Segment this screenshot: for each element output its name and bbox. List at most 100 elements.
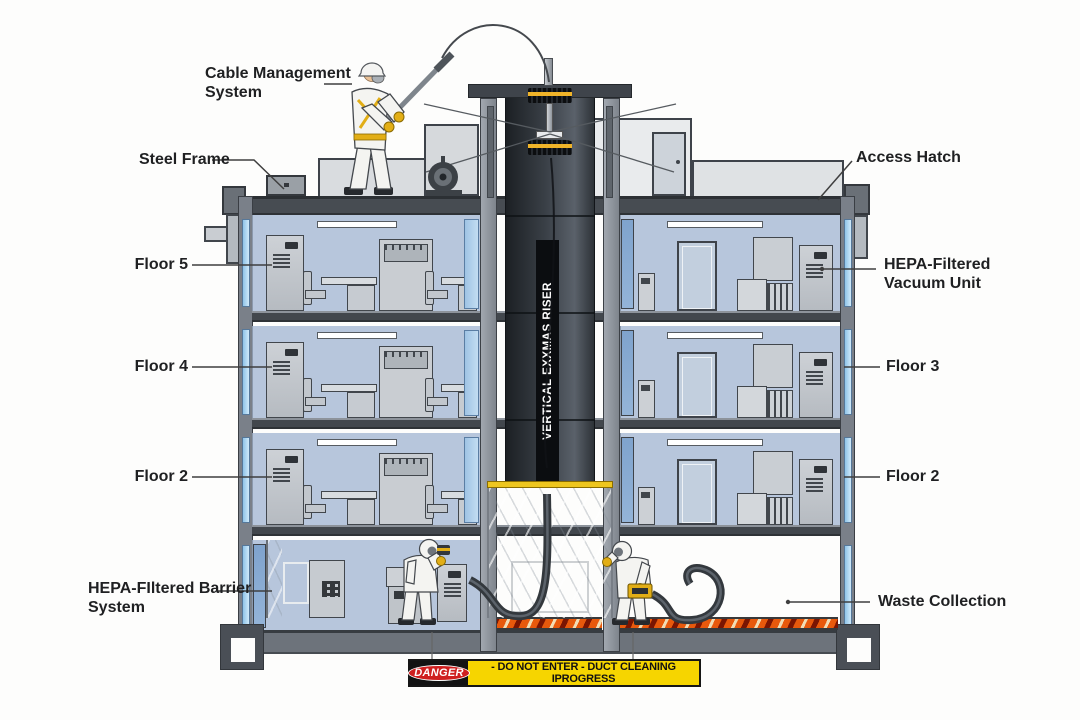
glass-strip [844, 545, 852, 627]
hazard-floor-strip [606, 617, 838, 630]
cabinet-vents [806, 264, 823, 279]
brush-collar [536, 131, 563, 139]
office-desk [321, 384, 377, 418]
label-hepa-vacuum: HEPA-Filtered Vacuum Unit [884, 256, 991, 292]
cabinet-vents [273, 468, 290, 483]
brush-band [528, 92, 572, 96]
cabinet-vents [806, 371, 823, 386]
copier-machine [379, 239, 433, 311]
label-floor2-right: Floor 2 [886, 468, 940, 485]
ceiling-light [317, 221, 397, 228]
hepa-vacuum-cabinet [799, 352, 833, 418]
brush-band [528, 144, 572, 148]
office-room-floor4-left [252, 326, 480, 418]
respirator-mask [371, 72, 385, 84]
interior-window [464, 219, 479, 309]
penthouse-door [652, 132, 686, 196]
cabinet-display [285, 456, 298, 463]
small-equipment [638, 380, 655, 418]
copier-machine [379, 346, 433, 418]
cabinet-display [285, 242, 298, 249]
office-door [677, 352, 717, 418]
cabinet-display [814, 252, 827, 259]
copier-vents [384, 244, 428, 262]
office-desk [737, 386, 767, 418]
glass-strip [242, 219, 250, 307]
label-waste-collection: Waste Collection [878, 593, 1007, 610]
office-door [677, 241, 717, 311]
label-access-hatch: Access Hatch [856, 149, 961, 166]
office-desk [737, 279, 767, 311]
office-chair [425, 271, 448, 311]
cabinet-vents [273, 254, 290, 269]
cabinet-display [285, 349, 298, 356]
brush-rod [546, 103, 553, 133]
office-room-floor5-left [252, 215, 480, 311]
ceiling-light [667, 332, 763, 339]
server-cabinet [266, 235, 304, 311]
duct-seam [505, 215, 595, 217]
label-hepa-barrier: HEPA-FIltered Barrier System [88, 580, 252, 616]
outer-wall-right [840, 196, 855, 654]
label-floor2-left: Floor 2 [134, 468, 188, 485]
pump-unit [309, 560, 345, 618]
equipment-rack [767, 497, 793, 525]
cabinet-display [814, 359, 827, 366]
ground-floor-right [252, 540, 480, 630]
interior-window [621, 437, 634, 523]
shaft-post [606, 106, 613, 198]
office-monitor [753, 237, 793, 281]
ceiling-light [317, 439, 397, 446]
glass-strip [844, 219, 852, 307]
foundation-left [220, 624, 264, 670]
office-chair [425, 485, 448, 525]
label-floor5-left: Floor 5 [134, 256, 188, 273]
glass-strip [844, 329, 852, 415]
danger-message: - DO NOT ENTER - DUCT CLEANING IPROGRESS [491, 661, 676, 685]
equipment-cabinet [437, 564, 467, 622]
office-room-floor2-right [620, 433, 840, 525]
office-chair [425, 378, 448, 418]
cabinet-vents [806, 478, 823, 493]
glass-strip [242, 329, 250, 415]
interior-window [621, 330, 634, 416]
office-room-floor5-right [620, 215, 840, 311]
office-desk [321, 491, 377, 525]
cleaning-lance [378, 60, 446, 130]
glass-strip [242, 437, 250, 523]
hard-hat [357, 62, 387, 77]
ground-slab [228, 630, 862, 654]
danger-badge-text: DANGER [408, 665, 470, 681]
equipment-rack [767, 390, 793, 418]
duct-label-text: VERTICAL EXXMAS RISER [541, 282, 554, 440]
office-door [677, 459, 717, 525]
cable-guide-stub [544, 58, 553, 86]
ceiling-light [667, 221, 763, 228]
danger-badge: DANGER [408, 661, 470, 685]
label-cable-management: Cable Management System [205, 65, 351, 101]
office-chair [303, 485, 326, 525]
pull-cable [441, 24, 550, 83]
hepa-vacuum-cabinet [799, 459, 833, 525]
copier-vents [384, 351, 428, 369]
roof-low-wall-left [318, 158, 426, 196]
foundation-right [836, 624, 880, 670]
roof-low-wall-right [692, 160, 844, 196]
containment-tape-bar [487, 481, 613, 488]
label-steel-frame: Steel Frame [139, 151, 230, 168]
hazard-floor-strip [494, 617, 602, 630]
duct-label-strip: VERTICAL EXXMAS RISER [536, 240, 559, 482]
office-room-floor2-left [252, 433, 480, 525]
interior-window [621, 219, 634, 309]
waste-collection-unit [386, 567, 428, 624]
interior-window [464, 437, 479, 523]
control-box [627, 583, 653, 599]
label-floor3-right: Floor 3 [886, 358, 940, 375]
ceiling-light [667, 439, 763, 446]
containment-enclosure [487, 488, 613, 618]
copier-vents [384, 458, 428, 476]
small-equipment [638, 487, 655, 525]
office-desk [321, 277, 377, 311]
steel-frame-box [266, 175, 306, 196]
